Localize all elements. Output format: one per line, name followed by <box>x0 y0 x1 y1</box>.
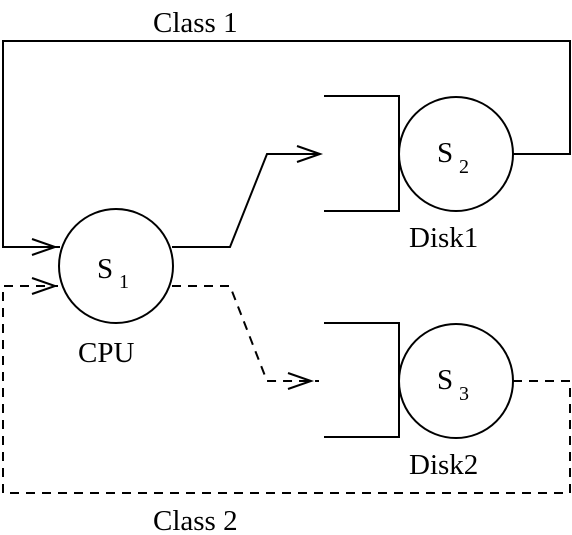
class1-feedback-path <box>2 40 571 248</box>
class2-feedback-path <box>2 285 571 494</box>
disk1-label: Disk1 <box>409 222 478 254</box>
disk2-server-subscript: 3 <box>459 383 469 405</box>
cpu-label: CPU <box>78 337 134 369</box>
class1-label: Class 1 <box>153 7 238 39</box>
class1-arrowhead-cpu <box>31 238 59 256</box>
disk1-server-subscript: 2 <box>459 156 469 178</box>
disk2-server-symbol: S <box>437 364 453 396</box>
disk1-server-symbol: S <box>437 137 453 169</box>
class2-arrowhead-disk2 <box>287 372 315 390</box>
cpu-server-subscript: 1 <box>119 271 129 293</box>
disk2-queue-buffer <box>324 322 400 438</box>
class2-label: Class 2 <box>153 505 238 535</box>
disk1-queue-buffer <box>324 95 400 212</box>
disk1-server-circle <box>398 96 514 212</box>
disk2-server-circle <box>398 323 514 439</box>
class2-arrowhead-cpu <box>31 277 59 295</box>
class1-arrowhead-disk1 <box>296 145 324 163</box>
class1-cpu-to-disk1-path <box>172 153 319 248</box>
cpu-server-symbol: S <box>97 253 113 285</box>
class2-cpu-to-disk2-path <box>172 285 319 382</box>
disk2-label: Disk2 <box>409 449 478 481</box>
cpu-server-circle <box>58 208 174 324</box>
